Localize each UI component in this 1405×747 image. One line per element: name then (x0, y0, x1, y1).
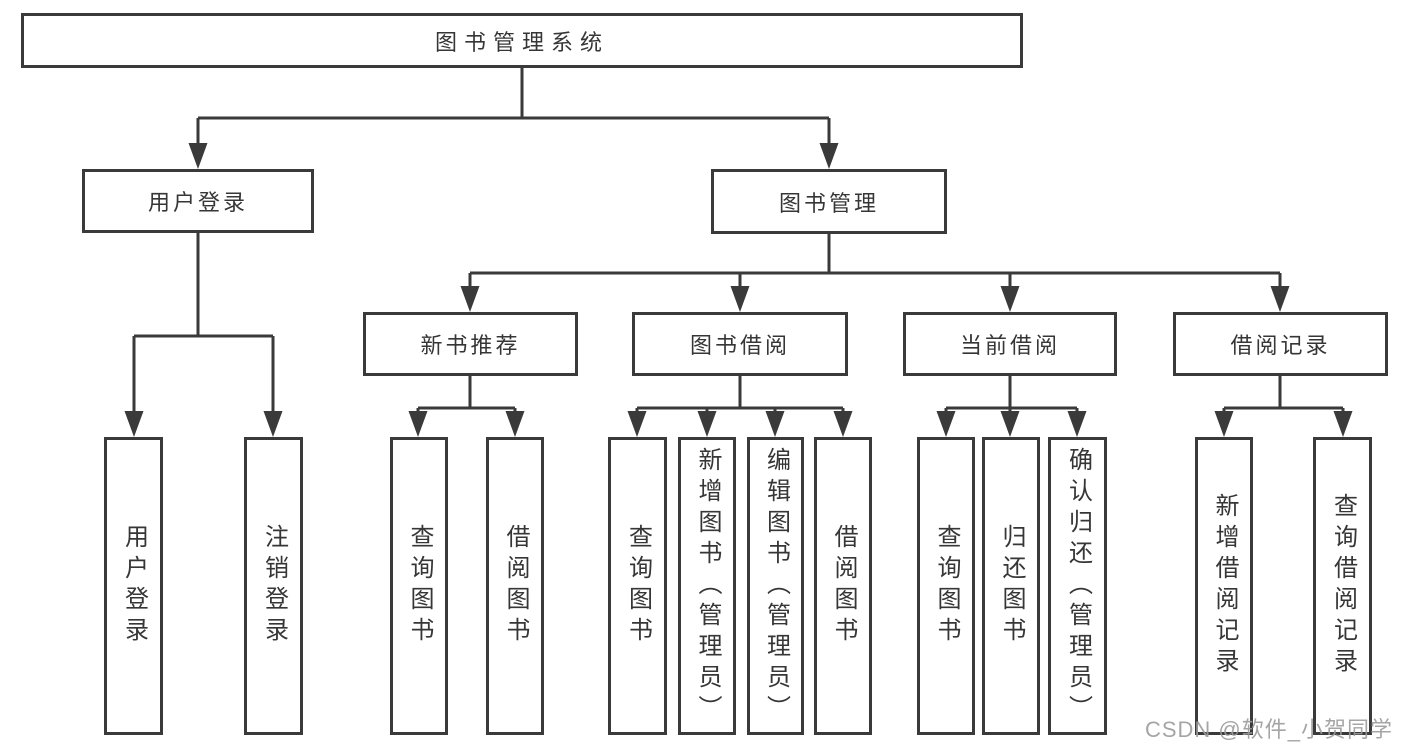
connector-book-management-to-level3 (460, 234, 1290, 312)
node-book-borrow: 图书借阅 (632, 312, 848, 376)
leaf-borrow-books: 借阅图书 (814, 437, 872, 735)
connector-book-borrow-to-leaves (627, 376, 853, 437)
leaf-query-borrow-record: 查询借阅记录 (1313, 437, 1372, 735)
leaf-query-books-borrow: 查询图书 (608, 437, 667, 735)
connector-user-login-to-leaves (124, 233, 283, 437)
csdn-watermark: CSDN @软件_小贺同学 (1144, 717, 1393, 742)
leaf-query-books-recommend: 查询图书 (390, 437, 448, 735)
node-user-login: 用户登录 (82, 169, 314, 233)
connector-root-to-level2 (188, 68, 839, 169)
leaf-logout: 注销登录 (244, 437, 303, 735)
leaf-user-login: 用户登录 (104, 437, 163, 735)
node-borrow-records: 借阅记录 (1173, 312, 1388, 376)
leaf-query-books-current: 查询图书 (917, 437, 975, 735)
node-book-management: 图书管理 (711, 169, 947, 234)
leaf-add-borrow-record: 新增借阅记录 (1195, 437, 1253, 735)
leaf-edit-book-admin: 编辑图书（管理员） (747, 437, 804, 735)
connector-new-book-recommend-to-leaves (408, 376, 525, 437)
leaf-return-book: 归还图书 (982, 437, 1040, 735)
node-root: 图书管理系统 (21, 13, 1023, 68)
leaf-add-book-admin: 新增图书（管理员） (678, 437, 736, 735)
connector-borrow-records-to-leaves (1214, 376, 1353, 437)
node-current-borrow: 当前借阅 (903, 312, 1117, 376)
connector-current-borrow-to-leaves (936, 376, 1087, 437)
node-new-book-recommend: 新书推荐 (363, 312, 578, 376)
leaf-confirm-return-admin: 确认归还（管理员） (1048, 437, 1107, 735)
leaf-borrow-books-recommend: 借阅图书 (486, 437, 544, 735)
